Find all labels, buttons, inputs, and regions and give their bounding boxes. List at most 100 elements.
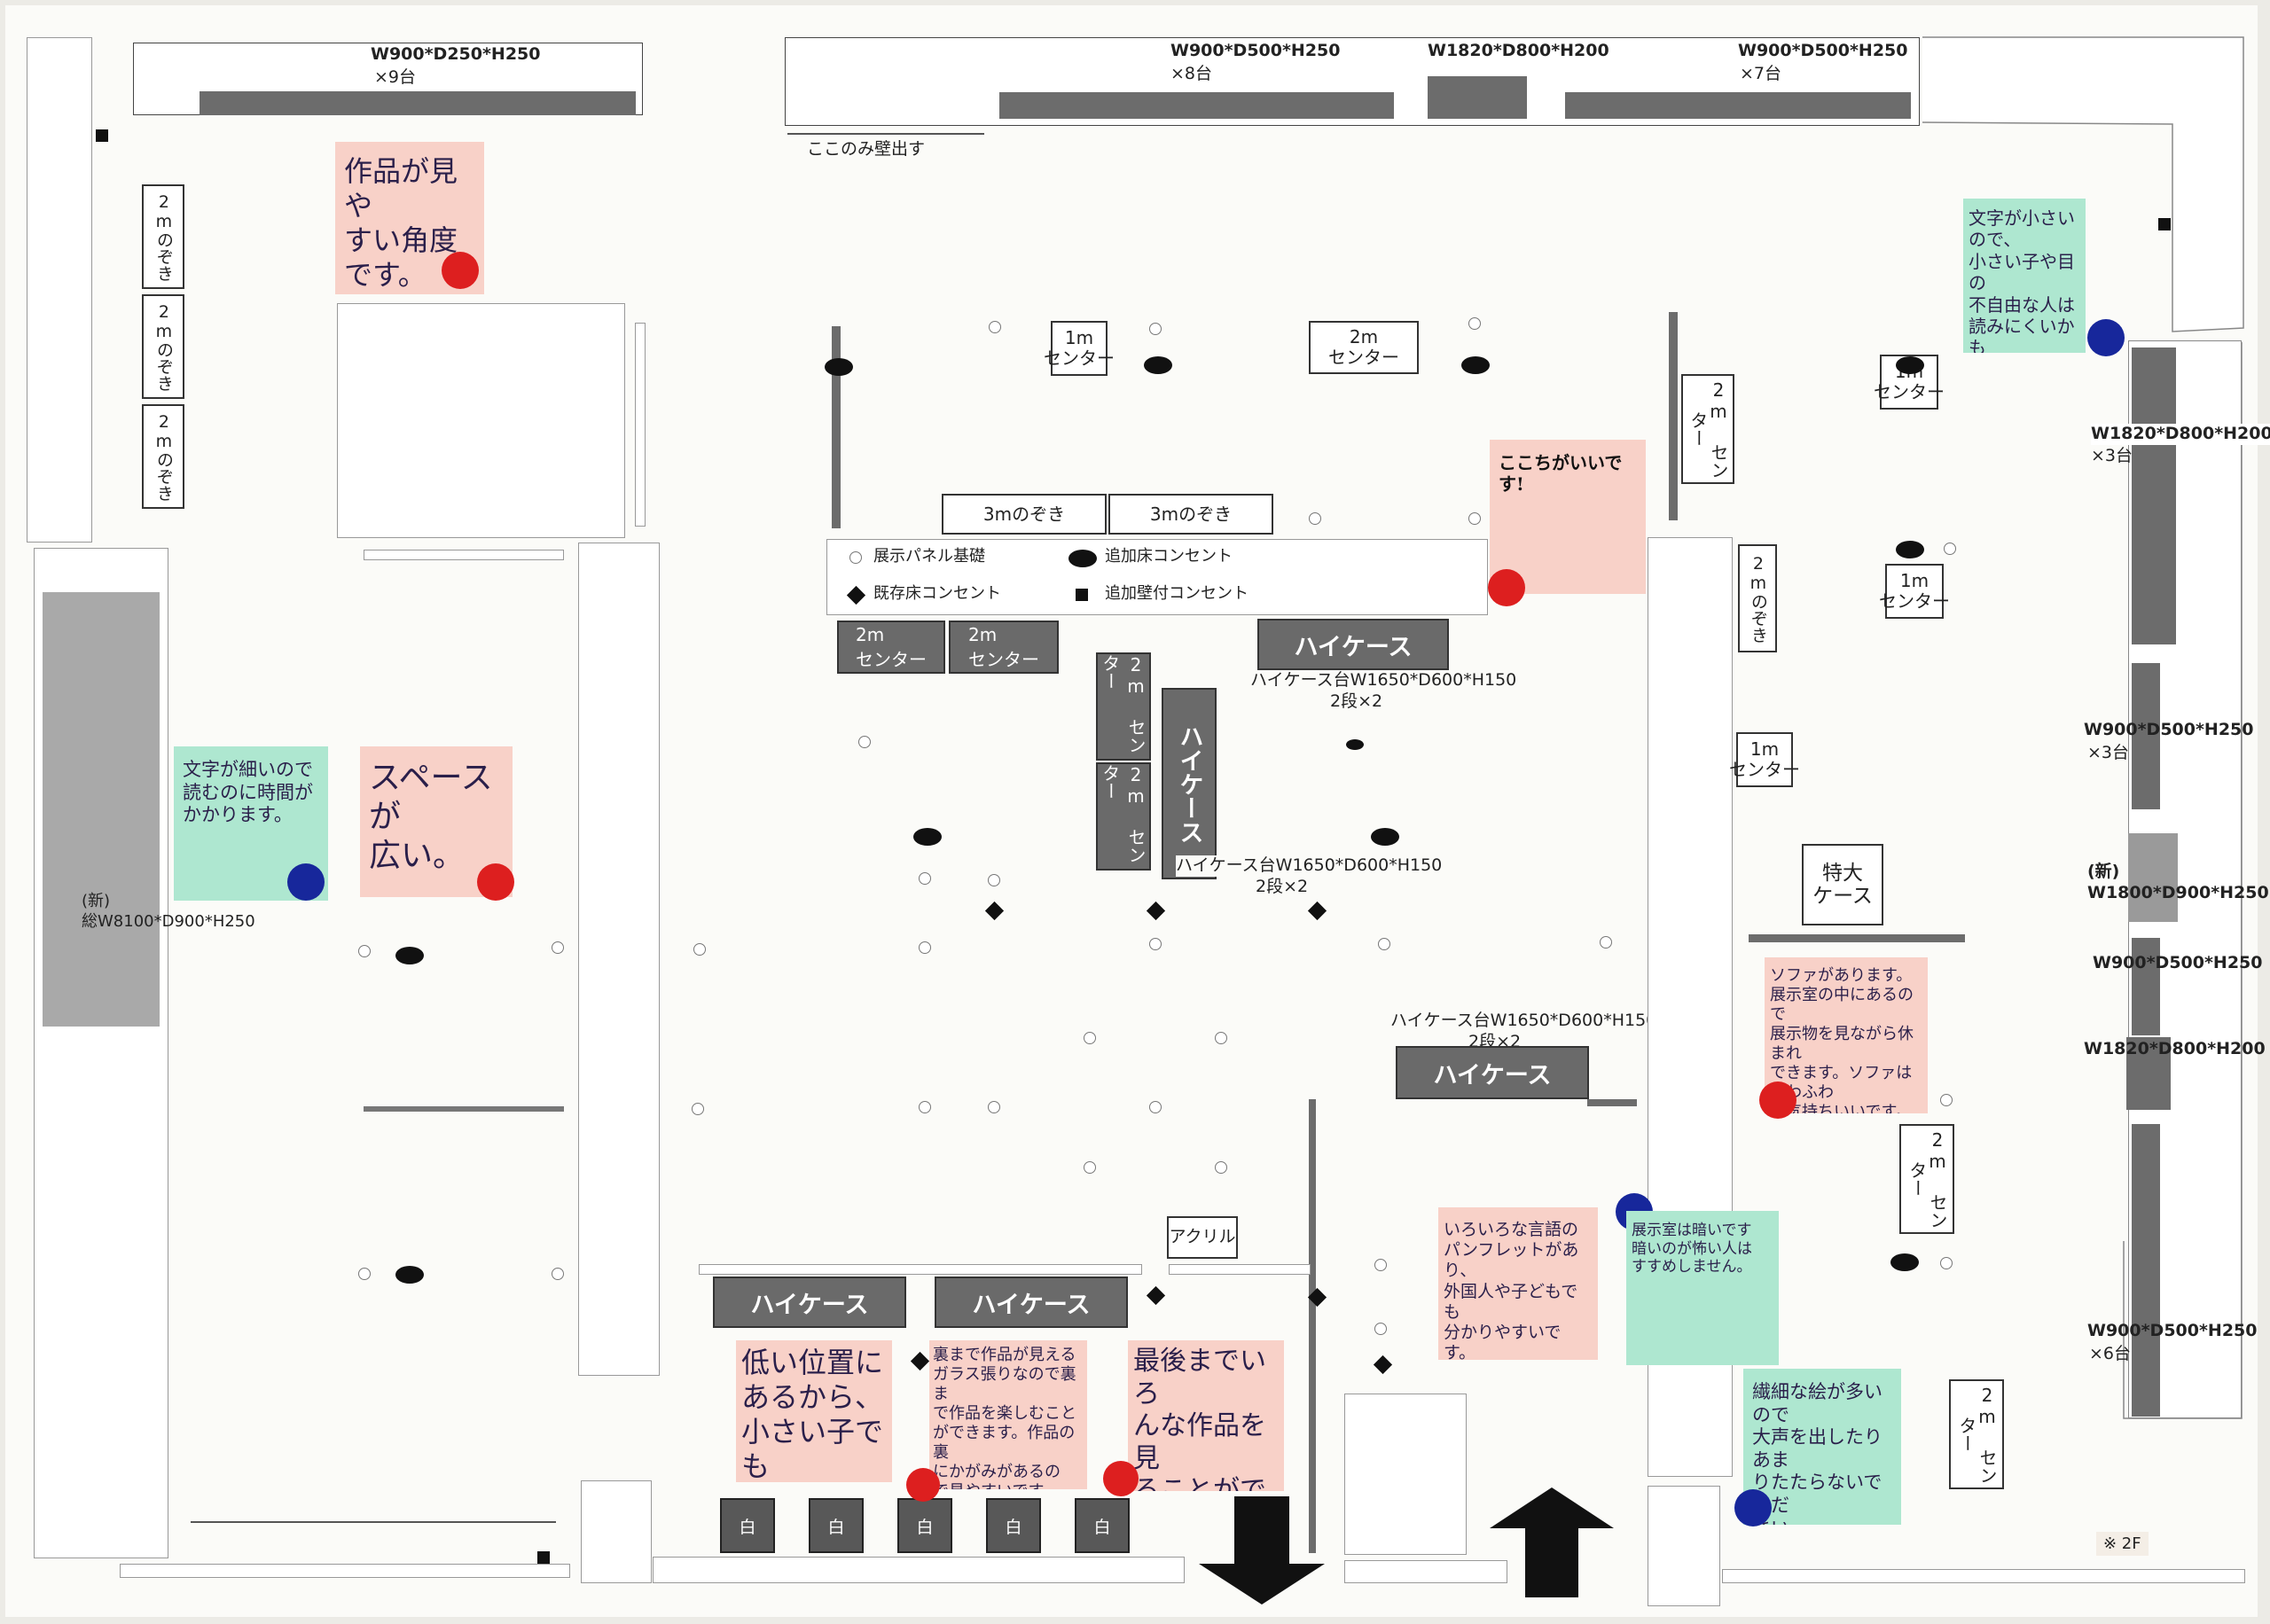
bottom-center-wall (1344, 1560, 1507, 1583)
top-center-left-wall-units (999, 92, 1394, 119)
add-wall-outlet-bottom (537, 1551, 550, 1564)
top-center-wall-spec: W1820*D800*H200 (1428, 41, 1609, 60)
note-2-pin[interactable] (2087, 319, 2125, 356)
add-floor-outlet-marker (395, 1266, 424, 1284)
center-1m-d: 1m センター (1729, 732, 1800, 787)
legend-hole-icon (849, 551, 862, 564)
top-center-left-wall-count: ×8台 (1170, 64, 1213, 83)
right-wall-unit-2 (2132, 663, 2160, 809)
legend-square-icon (1076, 589, 1088, 601)
right-wall-5-spec: W1820*D800*H200 (2084, 1039, 2266, 1058)
panel-base-marker (358, 945, 371, 957)
note-12-pin[interactable] (1103, 1461, 1139, 1496)
top-center-left-wall-spec: W900*D500*H250 (1170, 41, 1341, 60)
panel-base-marker (858, 736, 871, 748)
highcase-center-tiers: 2段×2 (1330, 691, 1383, 711)
rail-vertical-bottom (1309, 1099, 1316, 1553)
nozoki-3m-a: 3mのぞき (942, 494, 1107, 535)
top-left-wall-units (200, 91, 636, 115)
right-wall-unit-1 (2132, 347, 2176, 644)
shiro-box-4[interactable]: 白 (986, 1498, 1041, 1553)
panel-base-marker (552, 941, 564, 954)
note-5-pin[interactable] (1488, 569, 1525, 606)
wall-note: ここのみ壁出す (807, 139, 926, 159)
right-wall-2-spec: W900*D500*H250 (2084, 720, 2254, 739)
highcase-bottom-2: ハイケース (935, 1277, 1128, 1328)
panel-base-marker (1468, 317, 1481, 330)
highcase-right-rail (1587, 1099, 1637, 1106)
panel-base-marker (1944, 543, 1956, 555)
sticky-note-12: 最後までいろ んな作品を見 ることができ て楽しいです。 (1128, 1340, 1284, 1491)
note-9-pin[interactable] (1734, 1489, 1772, 1526)
panel-base-marker (1084, 1032, 1096, 1044)
rail-vertical-right (1669, 312, 1678, 520)
panel-base-marker (988, 874, 1000, 886)
sticky-note-11: 裏まで作品が見える ガラス張りなので裏ま で作品を楽しむこと ができます。作品の… (929, 1340, 1087, 1489)
left-bottom-post (581, 1480, 652, 1583)
note-3-pin[interactable] (287, 863, 325, 901)
legend-panel-base: 展示パネル基礎 (873, 547, 985, 566)
panel-base-marker (1084, 1161, 1096, 1174)
center-2m-a: 2m センター (1309, 321, 1419, 374)
legend-add-wall-outlet: 追加壁付コンセント (1105, 584, 1248, 603)
bottom-highcase-rail (699, 1264, 1142, 1275)
center-2m-dark-v1: 2m センター (1096, 652, 1151, 761)
sticky-note-9: 繊細な絵が多いので 大声を出したりあま りたたらないでくだ さい。 (1743, 1369, 1901, 1525)
panel-base-marker (1149, 1101, 1162, 1113)
panel-base-marker (1149, 938, 1162, 950)
sticky-note-7: いろいろな言語の パンフレットがあり、 外国人や子どもでも 分かりやすいです。 (1438, 1207, 1598, 1360)
bottom-bench-wall (653, 1557, 1185, 1583)
add-floor-outlet-marker (395, 947, 424, 964)
shiro-box-5[interactable]: 白 (1075, 1498, 1130, 1553)
right-bottom-wall (1722, 1569, 2245, 1583)
left-inner-room (337, 303, 625, 538)
highcase-center-stand: ハイケース台W1650*D600*H150 (1250, 670, 1517, 690)
panel-base-marker (1378, 938, 1390, 950)
left-partition-rail (364, 1106, 564, 1112)
highcase-center: ハイケース (1257, 619, 1449, 670)
left-new-wall-spec: (新) 総W8100*D900*H250 (82, 892, 255, 931)
center-1m-b: 1m センター (1874, 355, 1945, 410)
top-center-wall-unit (1428, 76, 1527, 119)
panel-base-marker (1309, 512, 1321, 525)
sticky-note-8: 展示室は暗いです 暗いのが怖い人は すすめしません。 (1626, 1211, 1779, 1365)
acrylic-rail (1169, 1264, 1311, 1275)
highcase-vertical: ハイケース (1162, 688, 1217, 879)
right-wall-6-spec: W900*D500*H250 (2087, 1321, 2258, 1340)
panel-base-marker (1940, 1257, 1953, 1269)
add-floor-outlet-marker (1890, 1253, 1919, 1271)
add-floor-outlet-marker (1346, 739, 1364, 750)
shiro-box-3[interactable]: 白 (897, 1498, 952, 1553)
panel-base-marker (919, 872, 931, 885)
sticky-note-2: 文字が小さいので、 小さい子や目の 不自由な人は 読みにくいかも しれません。 (1963, 199, 2086, 353)
entrance-arrow-icon (1490, 1487, 1614, 1597)
shiro-box-1[interactable]: 白 (720, 1498, 775, 1553)
sticky-note-1: 作品が見や すい角度 です。 (335, 142, 484, 294)
nozoki-2m-left-2: 2mのぞき (142, 294, 184, 399)
note-11-pin[interactable] (906, 1468, 940, 1502)
note-1-pin[interactable] (442, 252, 479, 289)
top-center-right-wall-spec: W900*D500*H250 (1738, 41, 1908, 60)
right-wall-2-count: ×3台 (2087, 743, 2130, 762)
right-wall-3-spec: (新) W1800*D900*H250 (2087, 862, 2269, 902)
shiro-box-2[interactable]: 白 (809, 1498, 864, 1553)
nozoki-3m-b: 3mのぞき (1108, 494, 1273, 535)
left-bottom-wall (120, 1564, 570, 1578)
panel-base-marker (1600, 936, 1612, 949)
note-4-pin[interactable] (477, 863, 514, 901)
panel-base-marker (692, 1103, 704, 1115)
left-new-wall-unit (43, 592, 160, 1027)
highcase-vertical-tiers: 2段×2 (1256, 877, 1309, 896)
right-wall-6-count: ×6台 (2089, 1344, 2132, 1363)
tokudai-case: 特大 ケース (1802, 844, 1883, 925)
sofa-rail (1749, 934, 1965, 942)
panel-base-marker (988, 1101, 1000, 1113)
note-6-pin[interactable] (1759, 1081, 1796, 1119)
add-floor-outlet-marker (1144, 356, 1172, 374)
center-2m-box-dark-2: 2m センター (949, 621, 1059, 674)
right-wall-4-spec: W900*D500*H250 (2093, 953, 2263, 972)
add-wall-outlet (2158, 218, 2171, 230)
add-floor-outlet-marker (825, 358, 853, 376)
panel-base-marker (552, 1268, 564, 1280)
